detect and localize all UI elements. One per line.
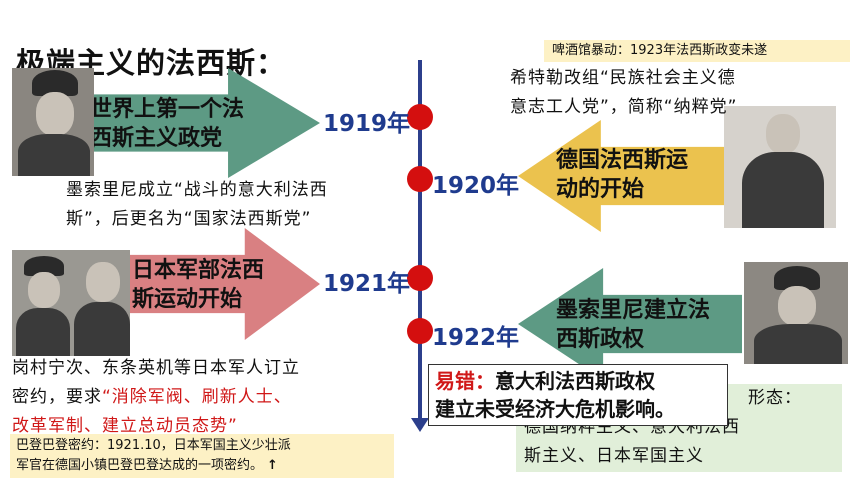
japan-pact-note: 岗村宁次、东条英机等日本军人订立 密约，要求“消除军阀、刷新人士、 改革军制、建…	[12, 358, 300, 436]
cap-shape	[24, 256, 64, 276]
mistake-line2: 建立未受经济大危机影响。	[435, 397, 675, 421]
face-shape	[86, 262, 120, 302]
up-arrow-icon: ↑	[267, 458, 278, 473]
body-shape	[754, 324, 842, 364]
face-shape	[28, 272, 60, 308]
timeline-arrow-head	[411, 418, 429, 432]
hitler-portrait	[724, 106, 836, 228]
baden-baden-note: 巴登巴登密约：1921.10，日本军国主义少壮派 军官在德国小镇巴登巴登达成的一…	[10, 434, 394, 478]
arrow-mussolini-regime-label: 墨索里尼建立法 西斯政权	[556, 298, 711, 352]
timeline-dot-1919	[407, 104, 433, 130]
japanese-officers-portrait	[12, 250, 130, 356]
year-1919: 1919年	[323, 111, 411, 137]
timeline-dot-1921	[407, 265, 433, 291]
mistake-label: 易错：	[435, 369, 495, 393]
beer-hall-text: 啤酒馆暴动：1923年法西斯政变未遂	[552, 43, 768, 58]
arrow-germany-movement-label: 德国法西斯运 动的开始	[556, 148, 689, 202]
body-shape	[18, 134, 90, 176]
face-shape	[778, 286, 816, 326]
body-shape	[74, 302, 130, 356]
mistake-line1: 意大利法西斯政权	[495, 369, 655, 393]
mussolini-party-note: 墨索里尼成立“战斗的意大利法西 斯”，后更名为“国家法西斯党”	[66, 180, 328, 229]
arrow-japan-movement-label: 日本军部法西 斯运动开始	[132, 258, 265, 312]
body-shape	[16, 308, 70, 356]
timeline-dot-1922	[407, 318, 433, 344]
year-1920: 1920年	[432, 173, 520, 199]
mistake-callout: 易错：意大利法西斯政权 建立未受经济大危机影响。	[428, 364, 728, 426]
timeline-axis	[418, 60, 422, 422]
hitler-nazi-note: 希特勒改组“民族社会主义德 意志工人党”，简称“纳粹党”	[510, 68, 738, 117]
year-1921: 1921年	[323, 271, 411, 297]
beer-hall-note: 啤酒馆暴动：1923年法西斯政变未遂	[544, 40, 850, 62]
cap-shape	[32, 70, 78, 96]
body-shape	[742, 152, 824, 228]
face-shape	[766, 114, 800, 154]
year-1922: 1922年	[432, 325, 520, 351]
face-shape	[36, 92, 74, 136]
mussolini-regime-portrait	[744, 262, 848, 364]
mussolini-portrait	[12, 68, 94, 176]
arrow-italy-first-party-label: 世界上第一个法 西斯主义政党	[90, 97, 245, 151]
timeline-dot-1920	[407, 166, 433, 192]
